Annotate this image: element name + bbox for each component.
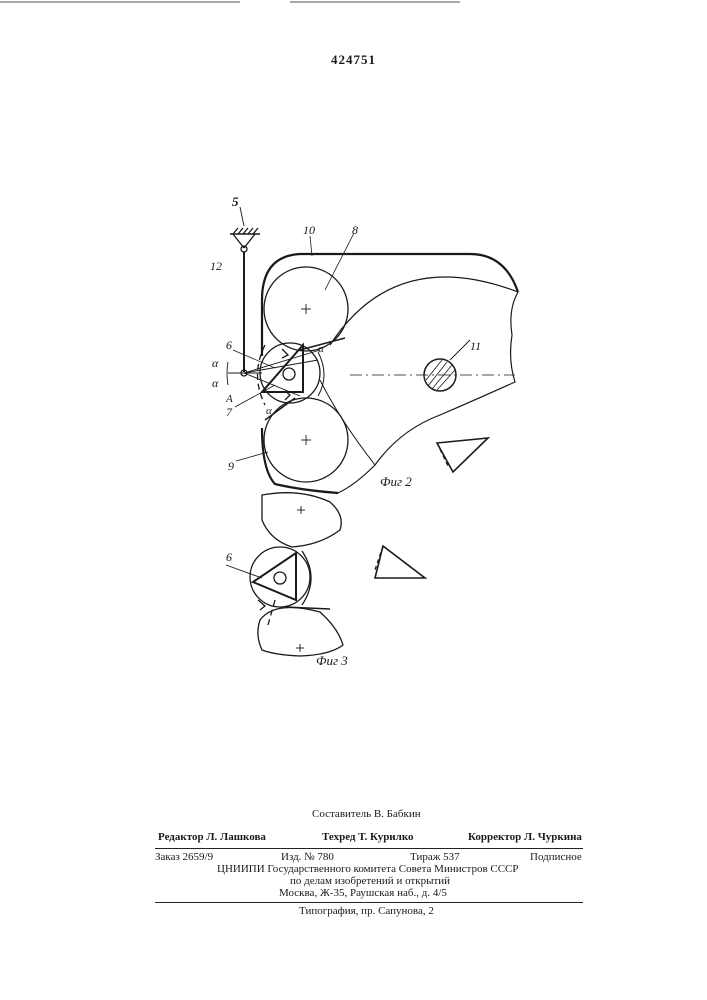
institute-line-2: по делам изобретений и открытий	[290, 875, 450, 887]
institute-line-1: ЦНИИПИ Государственного комитета Совета …	[217, 863, 519, 875]
printer-line: Типография, пр. Сапунова, 2	[299, 905, 434, 917]
circulation: Тираж 537	[410, 851, 460, 863]
techred-line: Техред Т. Курилко	[322, 831, 414, 843]
fig3-label: Фиг 3	[316, 653, 348, 668]
ref-6a: 6	[226, 338, 232, 352]
fig3-upper-roller-segment	[262, 493, 341, 547]
compiler-line: Составитель В. Бабкин	[312, 808, 421, 820]
editor-line: Редактор Л. Лашкова	[158, 831, 266, 843]
divider-top	[155, 848, 583, 849]
edition-number: Изд. № 780	[281, 851, 334, 863]
ref-a: A	[225, 393, 233, 405]
ref-10: 10	[303, 223, 315, 237]
subscription: Подписное	[530, 851, 582, 863]
ref-12: 12	[210, 259, 222, 273]
ref-7: 7	[226, 405, 233, 419]
order-number: Заказ 2659/9	[155, 851, 213, 863]
ref-5: 5	[232, 194, 239, 209]
divider-bottom	[155, 902, 583, 903]
institute-line-3: Москва, Ж-35, Раушская наб., д. 4/5	[279, 887, 447, 899]
fig2-label: Фиг 2	[380, 474, 412, 489]
ref-6b: 6	[226, 550, 232, 564]
corrector-line: Корректор Л. Чуркина	[468, 831, 582, 843]
ref-8: 8	[352, 223, 358, 237]
alpha-1: α	[212, 356, 219, 370]
ref-9: 9	[228, 459, 234, 473]
ref-11: 11	[470, 339, 481, 353]
alpha-4: α	[266, 405, 272, 417]
alpha-2: α	[212, 376, 219, 390]
alpha-3: α	[318, 343, 324, 355]
